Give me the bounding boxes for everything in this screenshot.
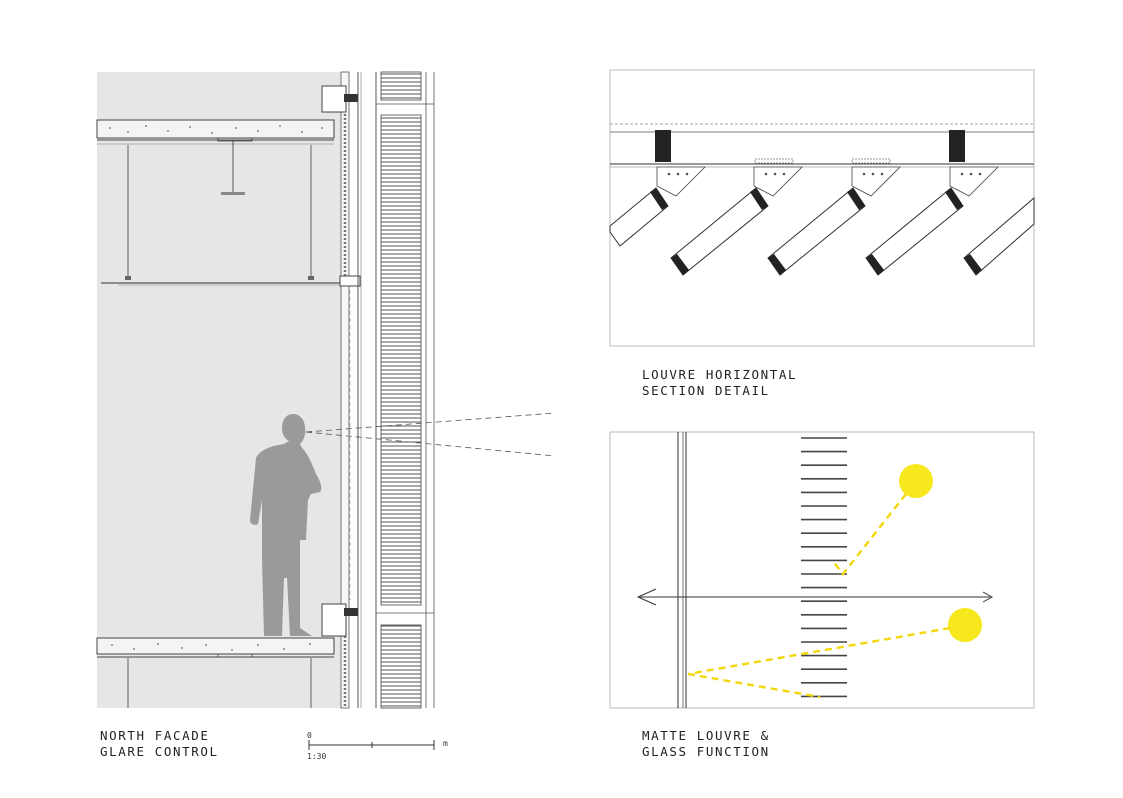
scale-bar-zero: 0: [307, 731, 312, 740]
matte-louvre-title-line2: GLASS FUNCTION: [642, 744, 770, 759]
interior-space: [97, 72, 345, 708]
person-silhouette: [250, 414, 322, 636]
matte-louvre-title-line1: MATTE LOUVRE &: [642, 728, 770, 743]
north-facade-title-line1: NORTH FACADE: [100, 728, 210, 743]
scale-bar-unit: m: [443, 739, 448, 748]
north-facade-title-line2: GLARE CONTROL: [100, 744, 219, 759]
upper-floor-slab: [96, 119, 335, 139]
eye-icon: [636, 588, 657, 606]
lower-floor-slab: [96, 637, 335, 655]
louvre-section-title: LOUVRE HORIZONTAL SECTION DETAIL: [642, 367, 797, 399]
louvre-section-title-line2: SECTION DETAIL: [642, 383, 770, 398]
sun-high: [899, 464, 933, 498]
louvre-glass-function-diagram: [609, 431, 1035, 709]
scale-bar: [308, 740, 435, 750]
louvre-column: [380, 114, 422, 606]
matte-louvre-title: MATTE LOUVRE & GLASS FUNCTION: [642, 728, 770, 760]
sun-low: [948, 608, 982, 642]
north-facade-title: NORTH FACADE GLARE CONTROL: [100, 728, 219, 760]
louvre-section-detail: [609, 69, 1035, 347]
louvre-slats: [801, 437, 847, 698]
louvre-blades: [609, 187, 1035, 276]
scale-ratio: 1:30: [307, 752, 327, 761]
louvre-section-title-line1: LOUVRE HORIZONTAL: [642, 367, 798, 382]
facade-section-drawing: [96, 71, 556, 709]
